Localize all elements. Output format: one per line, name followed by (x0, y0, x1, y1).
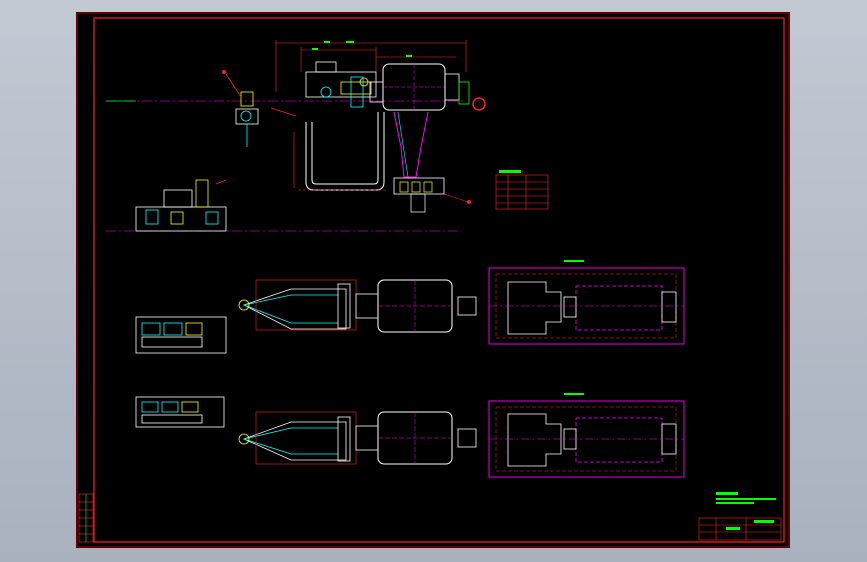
plan-view-2 (135, 393, 685, 478)
technical-notes (716, 492, 776, 504)
revision-strip (78, 493, 94, 543)
cad-drawing (76, 12, 790, 548)
footprint-1 (488, 260, 685, 345)
top-dimensions (275, 40, 467, 92)
control-box-1 (135, 316, 227, 354)
plan-view-1 (135, 260, 685, 354)
conveyor-pipe (305, 112, 385, 191)
motor-drum (369, 63, 486, 111)
control-box-2 (135, 396, 225, 428)
drum-2 (355, 411, 477, 465)
drum-1 (355, 279, 477, 333)
footprint-2 (488, 393, 685, 478)
left-joint (222, 70, 297, 147)
boom (393, 111, 429, 178)
outer-frame (76, 12, 790, 548)
linkage-1 (238, 283, 351, 330)
dimension-ticks (312, 41, 412, 57)
parts-table (495, 170, 549, 210)
cad-viewport[interactable] (76, 12, 790, 548)
elevation-view (106, 40, 549, 232)
drawing-border (93, 17, 785, 543)
cutter-head (393, 177, 471, 213)
crusher-assembly (305, 61, 377, 108)
hydraulic-unit (135, 179, 227, 232)
linkage-2 (238, 416, 351, 462)
title-block (698, 517, 782, 541)
